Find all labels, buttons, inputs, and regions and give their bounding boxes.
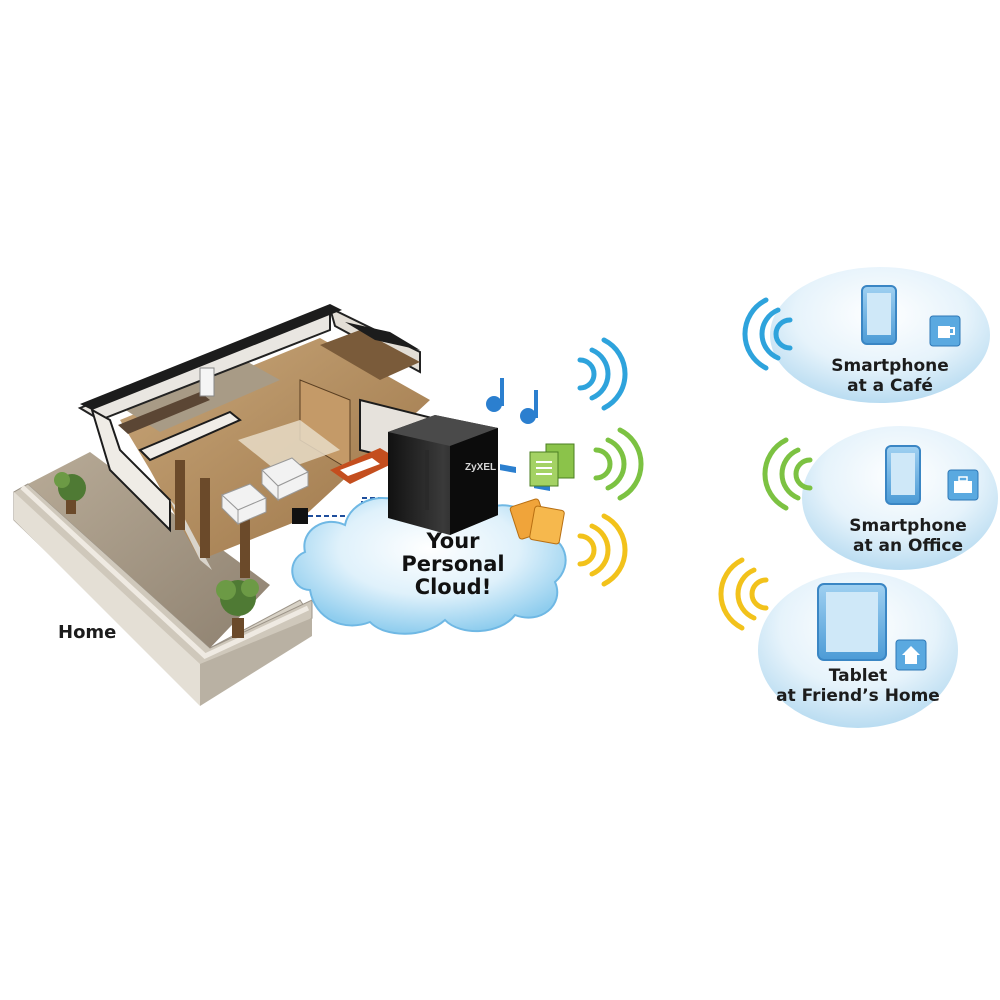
nas-device: ZyXEL <box>388 415 498 535</box>
device-label-line2: at an Office <box>852 536 964 556</box>
device-label-line1: Smartphone <box>849 516 967 536</box>
armchair <box>261 457 309 502</box>
device-label-line1: Smartphone <box>831 356 949 376</box>
wifi-waves-blue-cafe <box>742 297 793 371</box>
cloud-label-line1: Your <box>426 529 480 553</box>
smartphone-icon <box>861 285 897 345</box>
cloud-label-line2: Personal <box>401 552 505 576</box>
device-bubble-office <box>762 426 998 570</box>
plant-icon <box>216 579 259 638</box>
music-note-icon <box>486 378 550 491</box>
device-bubble-cafe <box>742 267 990 403</box>
device-label-line2: at a Café <box>847 376 933 396</box>
apartment-illustration <box>13 304 441 706</box>
device-bubble-friends-home <box>718 557 958 728</box>
smartphone-icon <box>885 445 921 505</box>
coffee-cup-icon <box>929 315 961 347</box>
home-label: Home <box>58 622 117 643</box>
device-label-office: Smartphone at an Office <box>818 516 998 556</box>
cloud-label-line3: Cloud! <box>414 575 492 599</box>
document-icon <box>529 443 575 487</box>
wifi-waves-yellow-home <box>718 557 769 631</box>
device-label-friends-home: Tablet at Friend’s Home <box>760 666 956 706</box>
tablet-icon <box>817 583 887 661</box>
wifi-waves-blue <box>577 337 628 411</box>
device-label-line2: at Friend’s Home <box>776 686 940 706</box>
house-icon <box>895 639 927 671</box>
photo-icon <box>509 498 565 545</box>
wifi-waves-green <box>593 427 644 501</box>
briefcase-icon <box>947 469 979 501</box>
wifi-waves-green-office <box>762 437 813 511</box>
nas-brand: ZyXEL <box>465 462 496 473</box>
cloud-label: Your Personal Cloud! <box>388 530 518 599</box>
wifi-waves-yellow <box>577 513 628 587</box>
plant-icon <box>54 472 86 514</box>
device-label-line1: Tablet <box>828 666 888 686</box>
device-label-cafe: Smartphone at a Café <box>800 356 980 396</box>
armchair <box>221 483 267 526</box>
